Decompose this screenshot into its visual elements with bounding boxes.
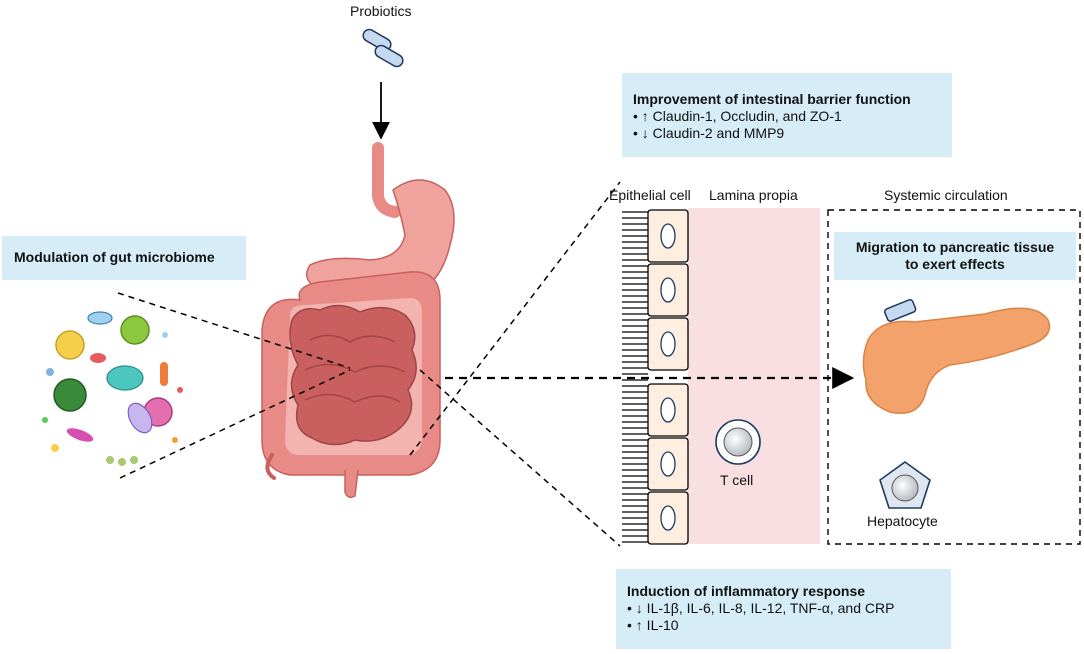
microbiome-box: Modulation of gut microbiome [2,236,246,280]
epithelium-zoom-line [419,369,621,547]
systemic-circulation-box [827,209,1081,545]
barrier-line: • ↑ Claudin-1, Occludin, and ZO-1 [633,108,842,124]
barrier-title: Improvement of intestinal barrier functi… [633,91,911,107]
probiotic-capsule-icon [883,298,917,322]
t-cell-icon [715,419,761,465]
probiotic-capsules-icon [362,28,404,68]
inflammatory-line: • ↑ IL-10 [627,617,679,633]
migration-title-line: to exert effects [905,256,1005,272]
epithelium-zoom-line [409,181,621,456]
inflammatory-title: Induction of inflammatory response [627,583,866,599]
microbiome-zoom-line [117,292,351,369]
systemic-circulation-label: Systemic circulation [884,187,1008,203]
pancreas-icon [862,307,1051,414]
inflammatory-line: • ↓ IL-1β, IL-6, IL-8, IL-12, TNF-α, and… [627,600,895,616]
epithelial-cell-label: Epithelial cell [609,187,691,203]
hepatocyte-icon [879,461,931,509]
microbiome-zoom-line [119,369,351,479]
epithelial-cells [647,209,689,545]
barrier-box: Improvement of intestinal barrier functi… [622,73,952,157]
t-cell-label: T cell [720,472,754,488]
migration-box: Migration to pancreatic tissue to exert … [834,232,1076,280]
migration-title-line: Migration to pancreatic tissue [855,239,1055,255]
lamina-propia-region [688,208,820,544]
microvilli [622,211,648,543]
hepatocyte-label: Hepatocyte [867,513,938,529]
barrier-line: • ↓ Claudin-2 and MMP9 [633,125,785,141]
microbiome-icon [35,311,185,466]
inflammatory-box: Induction of inflammatory response • ↓ I… [616,569,951,649]
probiotics-label: Probiotics [350,3,412,19]
lamina-propia-label: Lamina propia [709,187,798,203]
microbiome-title: Modulation of gut microbiome [14,249,215,265]
digestive-tract-icon [261,142,455,499]
